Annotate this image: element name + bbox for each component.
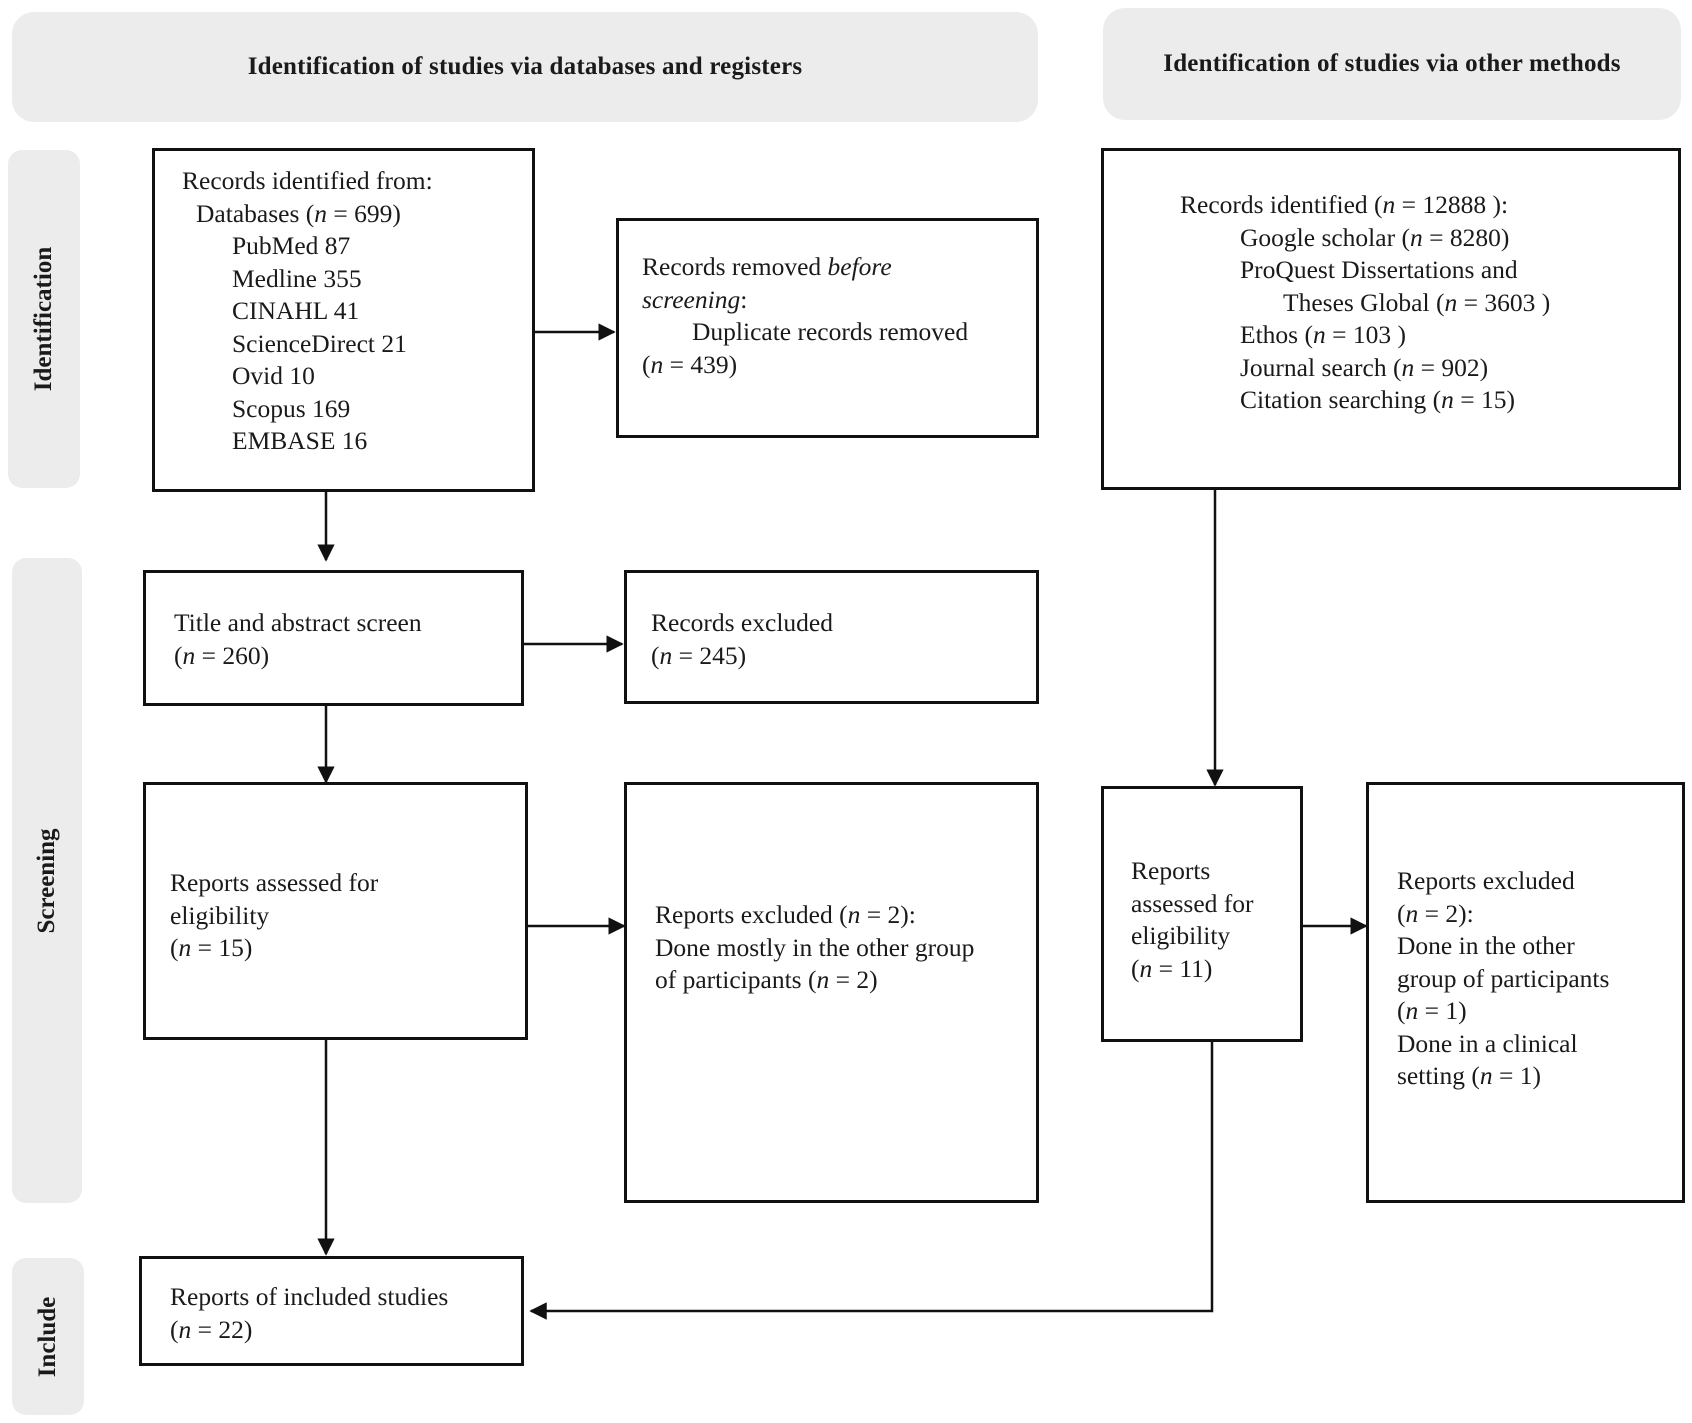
title-abstract-screen-box: Title and abstract screen (n = 260) bbox=[143, 570, 524, 706]
source-pubmed: PubMed 87 bbox=[232, 231, 351, 260]
header-other-methods: Identification of studies via other meth… bbox=[1103, 8, 1681, 120]
source-embase: EMBASE 16 bbox=[232, 426, 368, 455]
reports-excluded-other-line6: Done in a clinical bbox=[1397, 1028, 1578, 1058]
source-scopus: Scopus 169 bbox=[232, 393, 351, 423]
reports-assessed-db-count: (n = 15) bbox=[170, 933, 253, 962]
records-removed-line2: screening: bbox=[642, 284, 748, 314]
title-abstract-count: (n = 260) bbox=[174, 640, 270, 670]
reports-assessed-other-line3: eligibility bbox=[1131, 921, 1231, 950]
reports-assessed-db-line2: eligibility bbox=[170, 900, 270, 930]
records-excluded-label: Records excluded bbox=[651, 608, 833, 637]
reports-assessed-other-box: Reports assessed for eligibility (n = 11… bbox=[1101, 786, 1303, 1042]
reports-excluded-other-line3: Done in the other bbox=[1397, 931, 1575, 960]
source-ethos: Ethos (n = 103 ) bbox=[1240, 320, 1406, 349]
reports-excluded-db-line3: of participants (n = 2) bbox=[655, 965, 878, 994]
title-abstract-label: Title and abstract screen bbox=[174, 608, 422, 637]
records-excluded-box: Records excluded (n = 245) bbox=[624, 570, 1039, 704]
source-medline: Medline 355 bbox=[232, 263, 362, 293]
reports-excluded-other-line4: group of participants bbox=[1397, 963, 1610, 993]
records-removed-box: Records removed before screening: Duplic… bbox=[616, 218, 1039, 438]
reports-excluded-other-line5: (n = 1) bbox=[1397, 996, 1467, 1025]
reports-assessed-other-line2: assessed for bbox=[1131, 888, 1254, 918]
records-identified-databases-box: Records identified from: Databases (n = … bbox=[152, 148, 535, 492]
records-identified-other-total: Records identified (n = 12888 ): bbox=[1180, 190, 1509, 219]
records-identified-title: Records identified from: bbox=[182, 166, 433, 195]
records-removed-line1: Records removed before bbox=[642, 252, 892, 281]
reports-assessed-other-line1: Reports bbox=[1131, 856, 1211, 885]
source-proquest-line1: ProQuest Dissertations and bbox=[1240, 255, 1518, 284]
reports-excluded-other-line1: Reports excluded bbox=[1397, 866, 1575, 895]
reports-assessed-other-count: (n = 11) bbox=[1131, 953, 1213, 983]
phase-screening: Screening bbox=[12, 558, 82, 1203]
source-google-scholar: Google scholar (n = 8280) bbox=[1240, 222, 1510, 252]
source-ovid: Ovid 10 bbox=[232, 361, 315, 390]
source-sciencedirect: ScienceDirect 21 bbox=[232, 328, 407, 358]
reports-assessed-db-line1: Reports assessed for bbox=[170, 868, 379, 897]
included-studies-box: Reports of included studies (n = 22) bbox=[139, 1256, 524, 1366]
phase-include: Include bbox=[12, 1258, 84, 1415]
source-cinahl: CINAHL 41 bbox=[232, 296, 360, 325]
reports-assessed-databases-box: Reports assessed for eligibility (n = 15… bbox=[143, 782, 528, 1040]
duplicate-records-label: Duplicate records removed bbox=[692, 317, 969, 346]
reports-excluded-other-line7: setting (n = 1) bbox=[1397, 1061, 1541, 1090]
records-excluded-count: (n = 245) bbox=[651, 640, 747, 670]
reports-excluded-other-box: Reports excluded (n = 2): Done in the ot… bbox=[1366, 782, 1685, 1203]
arrow-other-assessed-to-included bbox=[529, 1041, 1214, 1320]
header-databases-registers: Identification of studies via databases … bbox=[12, 12, 1038, 122]
included-studies-count: (n = 22) bbox=[170, 1314, 253, 1344]
header-databases-label: Identification of studies via databases … bbox=[247, 53, 803, 80]
reports-excluded-db-line1: Reports excluded (n = 2): bbox=[655, 900, 916, 929]
duplicate-records-count: (n = 439) bbox=[642, 349, 738, 379]
source-proquest-count: Theses Global (n = 3603 ) bbox=[1283, 287, 1551, 317]
databases-count: Databases (n = 699) bbox=[196, 198, 401, 228]
included-studies-label: Reports of included studies bbox=[170, 1282, 449, 1311]
records-identified-other-box: Records identified (n = 12888 ): Google … bbox=[1101, 148, 1681, 490]
source-citation-searching: Citation searching (n = 15) bbox=[1240, 385, 1515, 414]
reports-excluded-databases-box: Reports excluded (n = 2): Done mostly in… bbox=[624, 782, 1039, 1203]
header-other-methods-label: Identification of studies via other meth… bbox=[1163, 50, 1621, 77]
reports-excluded-db-line2: Done mostly in the other group bbox=[655, 932, 975, 962]
reports-excluded-other-count: (n = 2): bbox=[1397, 898, 1474, 928]
source-journal-search: Journal search (n = 902) bbox=[1240, 352, 1489, 382]
phase-identification: Identification bbox=[8, 150, 80, 488]
